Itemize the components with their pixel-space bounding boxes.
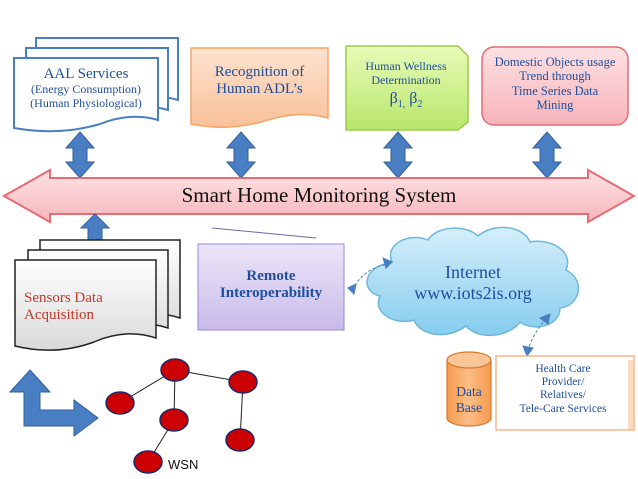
banner-label: Smart Home Monitoring System: [181, 183, 457, 207]
internet-label: Internet www.iots2is.org: [380, 262, 566, 303]
adl-line2: Human ADL’s: [216, 81, 303, 98]
remote-internet-link: [347, 257, 393, 296]
wsn-label: WSN: [168, 457, 199, 472]
database-line2: Base: [455, 399, 483, 415]
wsn-node: [160, 358, 190, 382]
healthcare-line3: Relatives/: [540, 389, 586, 402]
smart-home-banner: [1, 168, 637, 224]
healthcare-box-shadow: [628, 360, 634, 430]
aal-title: AAL Services: [43, 66, 129, 82]
beta-sub-2: 2: [417, 98, 423, 110]
remote-line1: Remote: [246, 268, 296, 284]
sensors-line2: Acquisition: [24, 307, 94, 324]
wsn-node: [105, 391, 135, 415]
wsn-node: [159, 408, 189, 432]
domestic-box: [481, 46, 629, 126]
healthcare-box: [495, 355, 635, 431]
healthcare-line2: Provider/: [541, 376, 585, 389]
database-cylinder: [446, 351, 492, 427]
beta-symbol-2: β: [409, 89, 418, 107]
double-arrow-adl: [225, 131, 257, 179]
internet-line1: Internet: [445, 262, 501, 282]
adl-label: Recognition of Human ADL’s: [191, 64, 328, 99]
healthcare-label: Health Care Provider/ Relatives/ Tele-Ca…: [496, 363, 630, 416]
beta-sub-1: 1,: [397, 98, 406, 110]
wellness-box: [345, 45, 469, 131]
wsn-node: [133, 450, 163, 474]
remote-line2: Interoperability: [219, 285, 323, 302]
healthcare-line1: Health Care: [535, 363, 591, 375]
aal-services-documents: [13, 37, 179, 133]
aal-services-label: AAL Services (Energy Consumption) (Human…: [14, 66, 158, 111]
database-line1: Data: [456, 384, 482, 399]
adl-line1: Recognition of: [214, 64, 305, 80]
sensors-line1: Sensors Data: [24, 290, 103, 306]
sensors-label: Sensors Data Acquisition: [24, 290, 154, 325]
beta-symbol-1: β: [389, 89, 398, 107]
domestic-line2: Trend through: [519, 69, 591, 84]
wellness-label: Human Wellness Determination β1, β2: [346, 59, 466, 111]
remote-interoperability-box: [197, 243, 345, 331]
adl-document: [190, 47, 329, 128]
wsn-node: [225, 428, 255, 452]
double-arrow-wellness: [382, 131, 414, 179]
internet-healthcare-link: [522, 313, 551, 358]
healthcare-line4: Tele-Care Services: [519, 402, 607, 415]
domestic-line4: Mining: [536, 98, 574, 113]
database-label: Data Base: [447, 384, 491, 415]
sensors-documents: [14, 239, 181, 351]
aal-line1: (Energy Consumption): [30, 82, 142, 97]
double-arrow-aal: [64, 131, 96, 179]
remote-label: Remote Interoperability: [198, 268, 344, 303]
bent-arrow-wsn: [8, 369, 99, 437]
wellness-line2: Determination: [371, 72, 441, 87]
domestic-label: Domestic Objects usage Trend through Tim…: [482, 55, 628, 113]
remote-connector-line: [211, 227, 317, 239]
wsn-node: [228, 370, 258, 394]
internet-line2: www.iots2is.org: [414, 282, 532, 303]
domestic-line1: Domestic Objects usage: [494, 55, 616, 69]
wsn-nodes: [105, 358, 258, 474]
internet-cloud: [366, 226, 580, 337]
wellness-line1: Human Wellness: [365, 59, 447, 73]
domestic-line3: Time Series Data: [511, 83, 599, 98]
wellness-betas: β1, β2: [346, 90, 466, 111]
double-arrow-domestic: [531, 131, 563, 179]
aal-line2: (Human Physiological): [30, 96, 142, 111]
